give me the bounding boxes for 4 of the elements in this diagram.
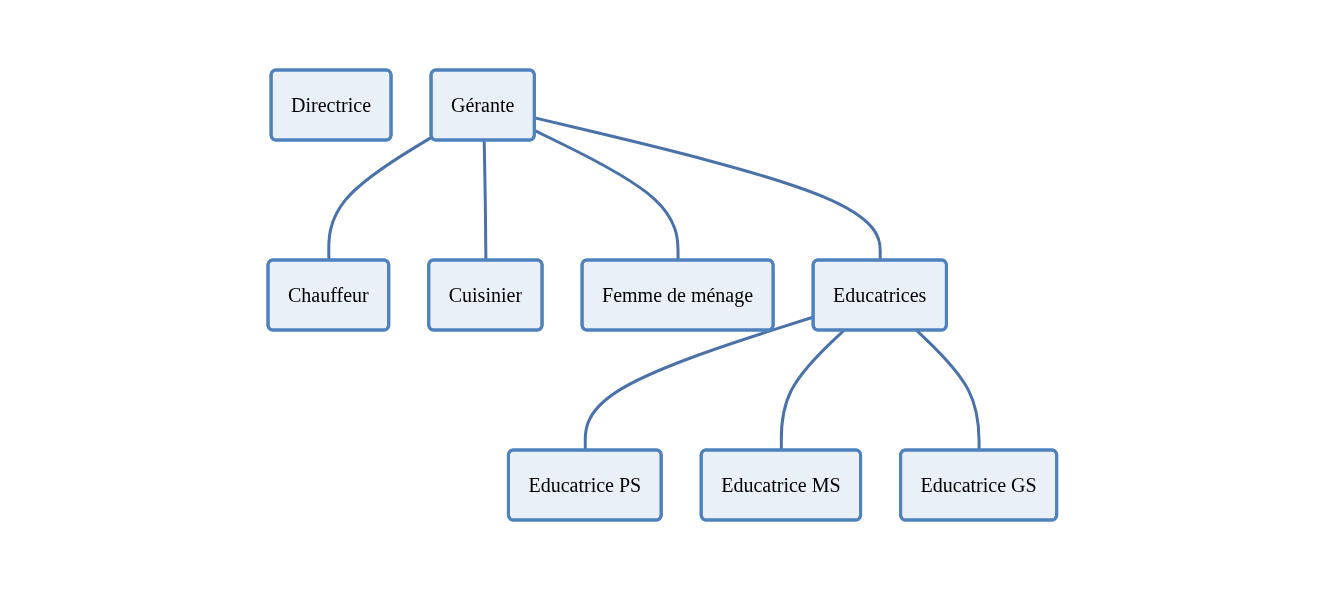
connector — [534, 129, 680, 261]
connector — [327, 135, 433, 261]
connector — [482, 140, 488, 261]
connector — [534, 116, 882, 261]
